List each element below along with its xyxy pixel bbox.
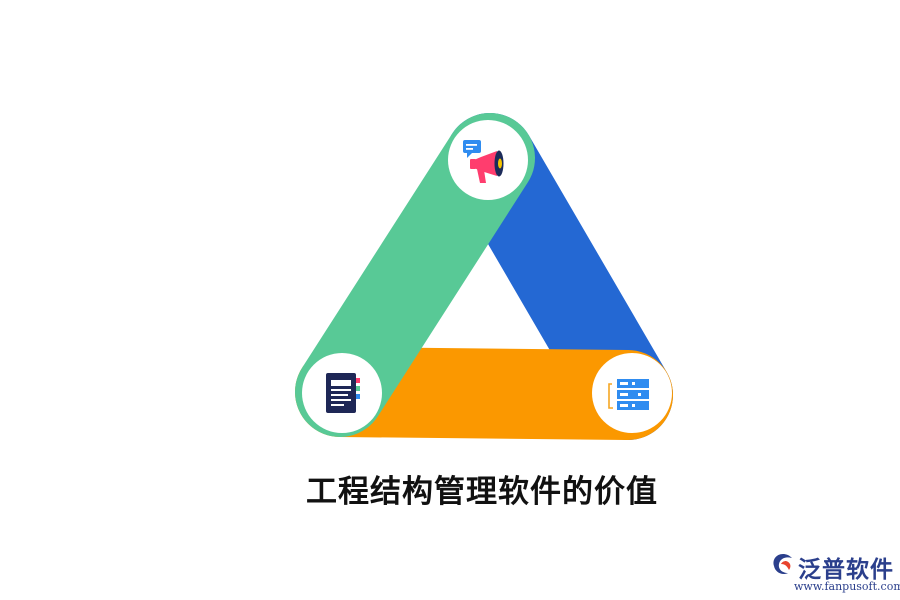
megaphone-icon xyxy=(463,140,504,183)
brand-url: www.fanpusoft.com xyxy=(794,580,900,593)
diagram-title: 工程结构管理软件的价值 xyxy=(306,474,658,510)
green-band xyxy=(295,113,535,437)
brand-name: 泛普软件 xyxy=(798,557,894,583)
node-top xyxy=(448,120,528,200)
brand-logo: 泛普软件 www.fanpusoft.com xyxy=(770,550,900,596)
server-storage-icon xyxy=(608,379,649,410)
fanpu-logo-icon xyxy=(773,554,792,575)
node-bottom-left xyxy=(302,353,382,433)
document-icon xyxy=(326,373,360,413)
node-bottom-right xyxy=(592,353,672,433)
